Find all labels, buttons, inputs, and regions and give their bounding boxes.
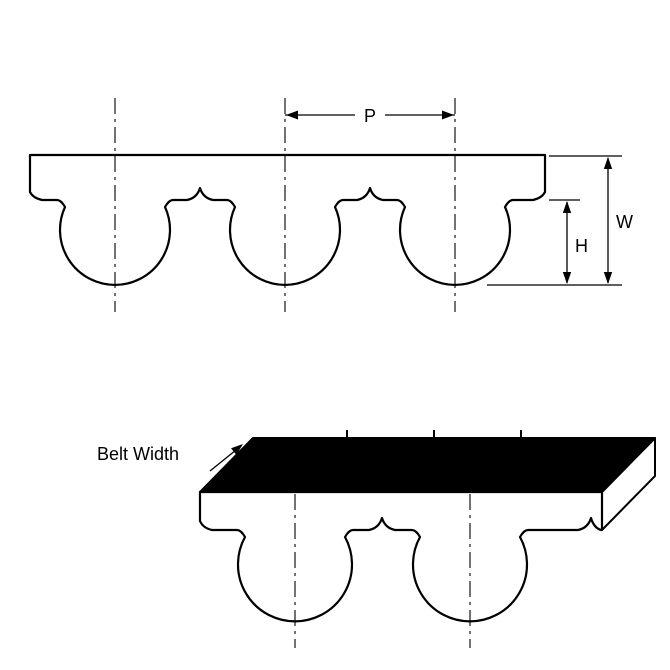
pitch-label-mask xyxy=(355,103,385,127)
arrowhead-down-icon xyxy=(603,272,613,284)
height-label: H xyxy=(575,236,588,256)
arrowhead-down-icon xyxy=(562,272,572,284)
width-dimension: W xyxy=(487,155,633,286)
width-label: W xyxy=(616,212,633,232)
arrowhead-right-icon xyxy=(442,110,454,120)
arrowhead-upright-icon xyxy=(231,444,243,455)
arrowhead-up-icon xyxy=(603,157,613,169)
belt-width-callout: Belt Width xyxy=(97,444,243,472)
belt-front-face xyxy=(198,490,604,623)
belt-profile-outline xyxy=(28,153,547,287)
isometric-view: Belt Width xyxy=(97,430,656,648)
belt-top-surface xyxy=(199,437,656,493)
belt-width-leader-line xyxy=(209,449,237,472)
arrowhead-up-icon xyxy=(562,201,572,213)
profile-view: P W H xyxy=(28,98,633,312)
arrowhead-left-icon xyxy=(286,110,298,120)
height-dimension: H xyxy=(549,199,588,284)
pitch-label: P xyxy=(364,106,376,126)
pitch-dimension: P xyxy=(285,103,455,127)
belt-width-label: Belt Width xyxy=(97,444,179,464)
